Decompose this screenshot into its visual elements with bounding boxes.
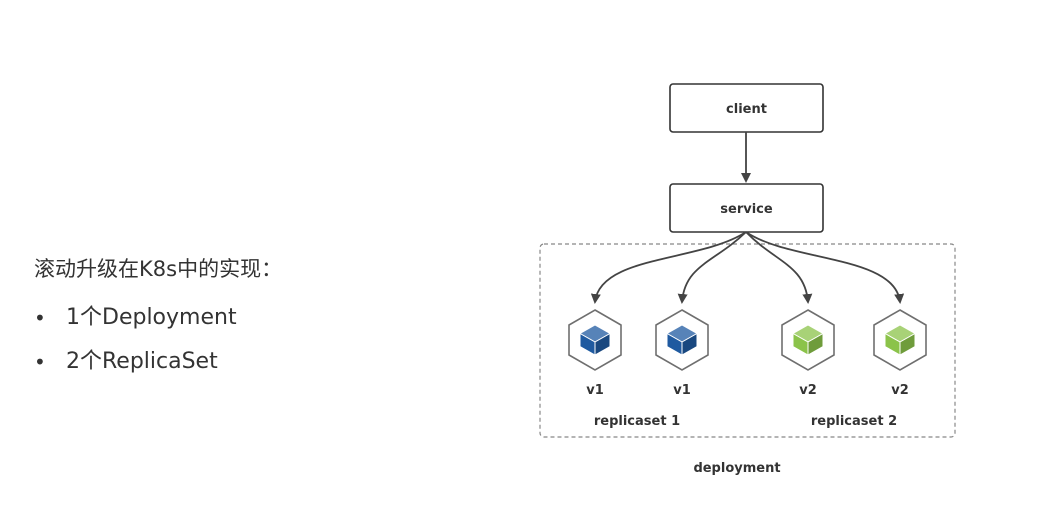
- pod-version-label: v2: [891, 383, 909, 398]
- cube-icon: [791, 324, 825, 356]
- pod-version-label: v1: [586, 383, 604, 398]
- bullet-item: • 1个Deployment: [34, 296, 282, 340]
- pod-version-label: v2: [799, 383, 817, 398]
- deployment-group: [539, 243, 956, 438]
- replicaset-label: replicaset 1: [594, 414, 680, 429]
- heading: 滚动升级在K8s中的实现：: [34, 257, 283, 281]
- pods: [568, 309, 927, 371]
- pod-icon: [873, 309, 927, 371]
- cube-icon: [578, 324, 612, 356]
- service-node: service: [669, 183, 824, 233]
- bullet-list: • 1个Deployment • 2个ReplicaSet: [34, 296, 282, 384]
- bullet-text: 2个ReplicaSet: [66, 349, 218, 374]
- client-node: client: [669, 83, 824, 133]
- service-label: service: [720, 202, 773, 217]
- service-to-pod-arrow: [745, 231, 905, 304]
- deployment-label: deployment: [693, 461, 780, 476]
- bullet-dot-icon: •: [34, 350, 46, 374]
- pod-version-label: v1: [673, 383, 691, 398]
- pod-icon: [568, 309, 622, 371]
- client-label: client: [726, 102, 767, 117]
- service-to-pod-arrow: [677, 231, 747, 304]
- replicaset-label: replicaset 2: [811, 414, 897, 429]
- bullet-item: • 2个ReplicaSet: [34, 340, 282, 384]
- cube-icon: [665, 324, 699, 356]
- pod-icon: [781, 309, 835, 371]
- pod-icon: [655, 309, 709, 371]
- text-panel: 滚动升级在K8s中的实现： • 1个Deployment • 2个ReplicaSe…: [34, 252, 282, 384]
- service-to-pod-arrow: [745, 231, 813, 304]
- cube-icon: [883, 324, 917, 356]
- service-to-pod-arrow: [590, 231, 747, 304]
- bullet-text: 1个Deployment: [66, 305, 237, 330]
- bullet-dot-icon: •: [34, 306, 46, 330]
